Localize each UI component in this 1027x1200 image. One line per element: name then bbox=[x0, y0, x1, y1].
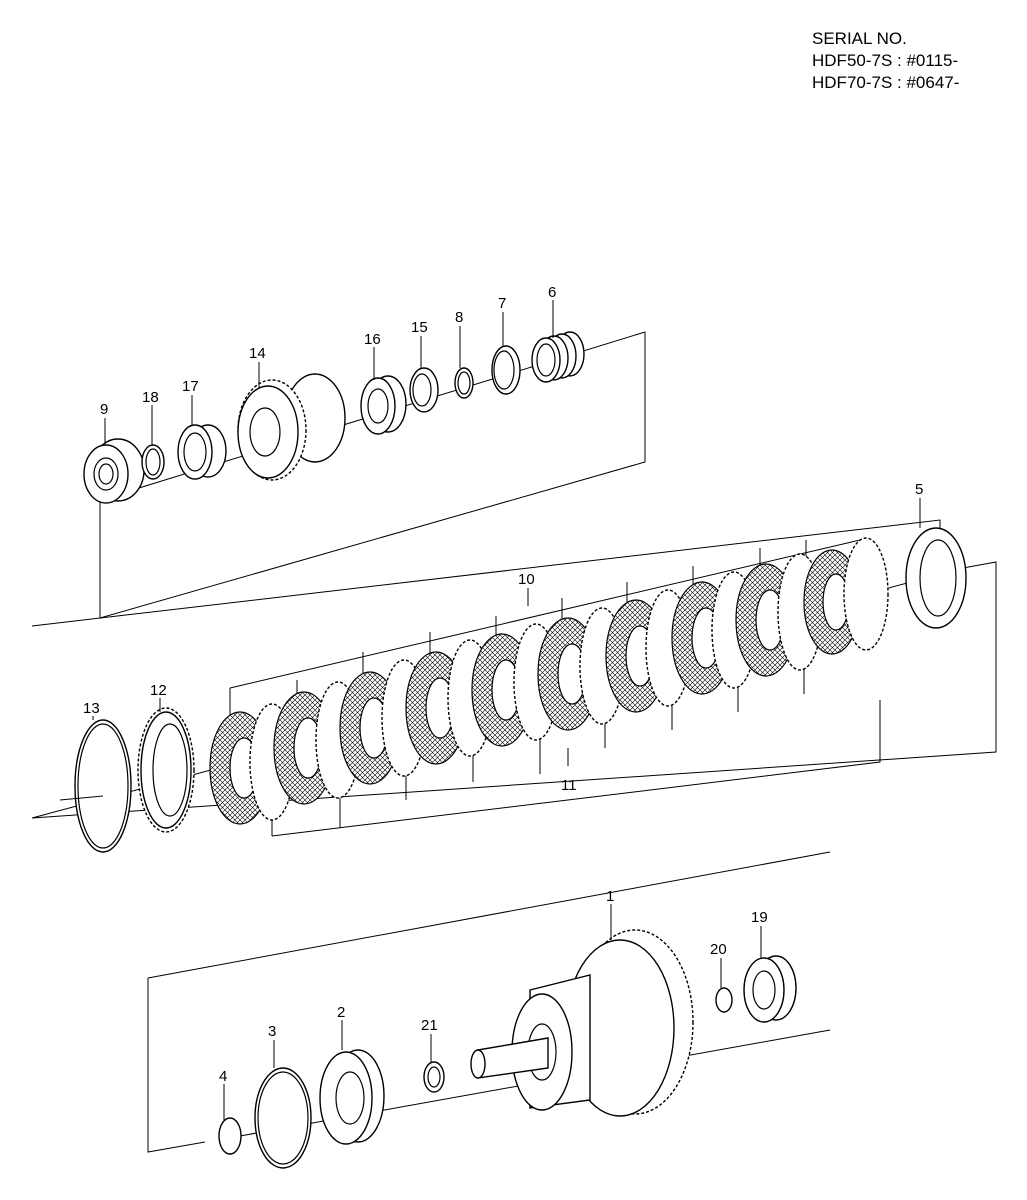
callout-5: 5 bbox=[915, 481, 923, 498]
callout-12: 12 bbox=[150, 682, 167, 699]
clutch-plates bbox=[209, 537, 889, 825]
leader-lines bbox=[92, 300, 921, 1120]
part-14-gear bbox=[237, 373, 346, 481]
part-6-spring bbox=[531, 331, 585, 383]
part-9-bearing bbox=[83, 438, 145, 504]
part-8-snap-ring bbox=[454, 367, 474, 399]
callout-16: 16 bbox=[364, 331, 381, 348]
part-17-sleeve bbox=[177, 424, 227, 480]
serial-number-block: SERIAL NO. HDF50-7S : #0115- HDF70-7S : … bbox=[812, 28, 959, 94]
callout-20: 20 bbox=[710, 941, 727, 958]
part-7-ring bbox=[491, 345, 521, 395]
part-16-bearing bbox=[360, 375, 407, 435]
callout-14: 14 bbox=[249, 345, 266, 362]
part-15-washer bbox=[409, 367, 439, 413]
callout-21: 21 bbox=[421, 1017, 438, 1034]
part-4-o-ring bbox=[218, 1117, 242, 1155]
callout-3: 3 bbox=[268, 1023, 276, 1040]
callout-18: 18 bbox=[142, 389, 159, 406]
callout-6: 6 bbox=[548, 284, 556, 301]
callout-9: 9 bbox=[100, 401, 108, 418]
callout-4: 4 bbox=[219, 1068, 227, 1085]
serial-title: SERIAL NO. bbox=[812, 29, 907, 48]
callout-8: 8 bbox=[455, 309, 463, 326]
callout-1: 1 bbox=[606, 888, 614, 905]
part-5-plate bbox=[905, 527, 967, 629]
part-13-ring bbox=[59, 719, 132, 853]
part-21-snap-ring bbox=[423, 1061, 445, 1093]
serial-line-hdf70: HDF70-7S : #0647- bbox=[812, 73, 960, 92]
serial-line-hdf50: HDF50-7S : #0115- bbox=[812, 51, 959, 70]
part-2-bearing-cover bbox=[319, 1049, 385, 1145]
part-1-gear-shaft bbox=[470, 929, 694, 1117]
part-19-bearing bbox=[743, 955, 797, 1023]
callout-11: 11 bbox=[561, 777, 577, 794]
callout-17: 17 bbox=[182, 378, 199, 395]
callout-15: 15 bbox=[411, 319, 428, 336]
part-20-o-ring bbox=[715, 987, 733, 1013]
callout-19: 19 bbox=[751, 909, 768, 926]
part-3-seal-ring bbox=[254, 1067, 312, 1169]
callout-10: 10 bbox=[518, 571, 535, 588]
callout-7: 7 bbox=[498, 295, 506, 312]
part-12-plate bbox=[137, 707, 195, 833]
callout-13: 13 bbox=[83, 700, 100, 717]
part-18-snap-ring bbox=[141, 444, 165, 480]
callout-2: 2 bbox=[337, 1004, 345, 1021]
callout-labels: 1 2 3 4 5 6 7 8 9 10 11 12 13 14 15 16 1… bbox=[83, 284, 923, 1085]
